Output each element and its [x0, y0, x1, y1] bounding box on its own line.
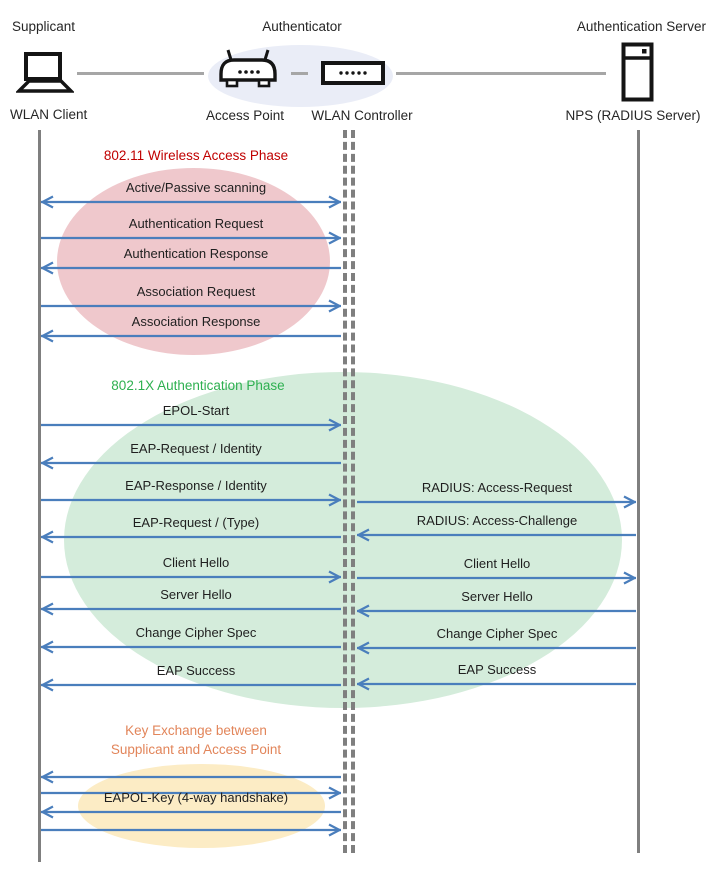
message-arrow [41, 823, 341, 837]
role-authentication-server: Authentication Server [576, 19, 706, 34]
message-label: Client Hello [463, 556, 531, 571]
message-arrow [357, 677, 636, 691]
message-label: Association Response [131, 314, 261, 329]
server-icon [621, 42, 654, 102]
auth-phase-title: 802.1X Authentication Phase [111, 378, 285, 393]
message-label: RADIUS: Access-Request [421, 480, 573, 495]
message-label: EAP Success [156, 663, 236, 678]
wireless-phase-ellipse [57, 168, 330, 355]
lifeline-access-point [343, 130, 347, 853]
message-arrow [41, 678, 341, 692]
message-arrow [41, 570, 341, 584]
message-arrow [41, 231, 341, 245]
lifeline-radius-server [637, 130, 640, 853]
message-label: Authentication Request [128, 216, 264, 231]
role-supplicant: Supplicant [12, 19, 76, 34]
link-line [396, 72, 606, 75]
message-label: Client Hello [162, 555, 230, 570]
message-arrow [41, 602, 341, 616]
role-authenticator: Authenticator [262, 19, 342, 34]
wireless-phase-title: 802.11 Wireless Access Phase [103, 148, 289, 163]
message-arrow [41, 299, 341, 313]
message-arrow [41, 786, 341, 800]
message-arrow [41, 640, 341, 654]
message-arrow [41, 195, 341, 209]
message-arrow [357, 604, 636, 618]
message-label: Authentication Response [123, 246, 269, 261]
wlan-controller-icon [321, 61, 385, 85]
message-arrow [41, 770, 341, 784]
device-access-point: Access Point [205, 108, 285, 123]
device-nps-radius-server: NPS (RADIUS Server) [565, 108, 701, 123]
message-arrow [357, 528, 636, 542]
message-label: EAP-Request / Identity [130, 441, 262, 456]
message-label: Server Hello [461, 589, 533, 604]
message-label: EAPOL-Key (4-way handshake) [103, 790, 289, 805]
lifeline-wlan-client [38, 130, 41, 862]
message-arrow [357, 495, 636, 509]
message-label: EAP Success [457, 662, 537, 677]
message-label: EPOL-Start [162, 403, 230, 418]
message-arrow [41, 329, 341, 343]
message-label: Active/Passive scanning [125, 180, 267, 195]
device-wlan-controller: WLAN Controller [311, 108, 413, 123]
device-wlan-client: WLAN Client [10, 107, 88, 122]
message-label: Association Request [136, 284, 256, 299]
message-arrow [41, 530, 341, 544]
message-label: RADIUS: Access-Challenge [416, 513, 578, 528]
message-label: EAP-Request / (Type) [132, 515, 260, 530]
message-label: Change Cipher Spec [135, 625, 257, 640]
message-arrow [41, 261, 341, 275]
lifeline-wlan-controller [351, 130, 355, 853]
link-line [291, 72, 308, 75]
message-arrow [41, 805, 341, 819]
key-exchange-title: Key Exchange between Supplicant and Acce… [46, 721, 346, 759]
message-arrow [41, 456, 341, 470]
message-arrow [41, 418, 341, 432]
link-line [77, 72, 204, 75]
access-point-icon [219, 49, 277, 88]
message-label: Server Hello [160, 587, 232, 602]
message-label: Change Cipher Spec [436, 626, 558, 641]
message-label: EAP-Response / Identity [125, 478, 267, 493]
message-arrow [41, 493, 341, 507]
key-exchange-title-line2: Supplicant and Access Point [110, 742, 282, 757]
message-arrow [357, 641, 636, 655]
laptop-icon [16, 52, 74, 93]
message-arrow [357, 571, 636, 585]
key-exchange-title-line1: Key Exchange between [125, 723, 267, 738]
